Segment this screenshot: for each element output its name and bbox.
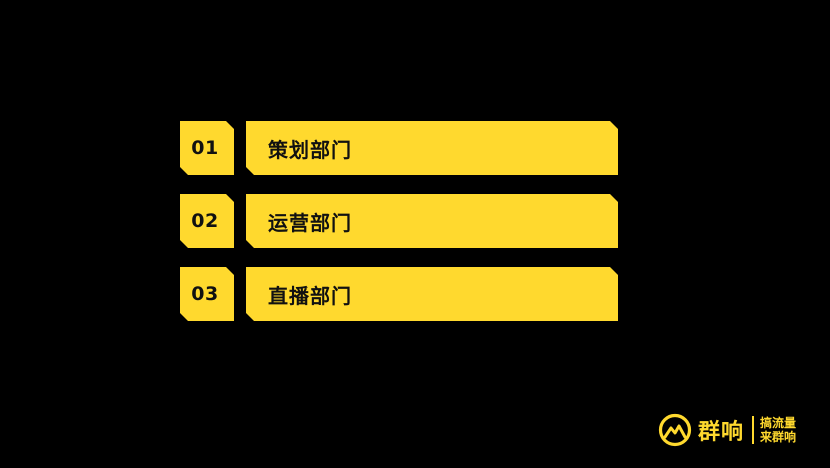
brand-divider [752, 416, 755, 444]
brand-slogan-line: 搞流量 [760, 416, 797, 430]
brand-slogan: 搞流量 来群响 [760, 416, 796, 444]
item-label: 策划部门 [268, 137, 352, 162]
item-label-banner [246, 267, 618, 321]
brand-watermark: 群响 搞流量 来群响 [658, 410, 796, 450]
brand-name: 群响 [698, 420, 745, 445]
item-number-badge [180, 267, 234, 321]
item-label-banner [246, 194, 618, 248]
agenda-item: 03 直播部门 [180, 267, 620, 321]
agenda-item: 01 策划部门 [180, 121, 620, 175]
item-number-badge [180, 121, 234, 175]
item-number: 01 [191, 137, 219, 159]
mountain-circle-logo-icon [658, 413, 692, 447]
item-label: 直播部门 [268, 283, 352, 308]
agenda-item: 02 运营部门 [180, 194, 620, 248]
item-number: 02 [191, 210, 219, 232]
item-number: 03 [191, 283, 219, 305]
item-number-badge [180, 194, 234, 248]
item-label: 运营部门 [268, 210, 352, 235]
item-label-banner [246, 121, 618, 175]
brand-slogan-line: 来群响 [760, 430, 797, 444]
